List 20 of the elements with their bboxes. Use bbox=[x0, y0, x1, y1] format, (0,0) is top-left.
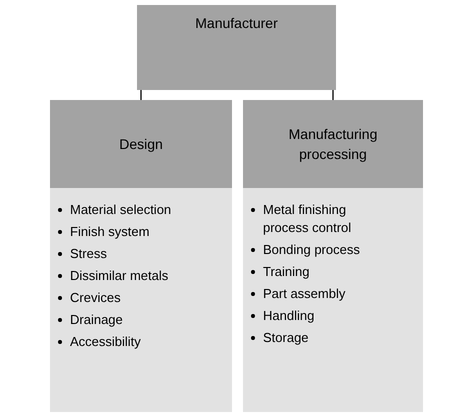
panel-header: Design bbox=[50, 100, 232, 188]
list-item: Stress bbox=[58, 245, 192, 263]
list-item: Finish system bbox=[58, 223, 192, 241]
category-panel bbox=[50, 100, 232, 412]
list-item: Dissimilar metals bbox=[58, 267, 192, 285]
list-item: Training bbox=[251, 263, 383, 281]
list-item: Accessibility bbox=[58, 333, 192, 351]
connector-line bbox=[332, 90, 334, 100]
process-box: Manufacturer bbox=[137, 5, 336, 90]
panel-header: Manufacturing processing bbox=[243, 100, 423, 188]
list-item: Part assembly bbox=[251, 285, 383, 303]
list-item: Crevices bbox=[58, 289, 192, 307]
list-item: Material selection bbox=[58, 201, 192, 219]
category-panel bbox=[243, 100, 423, 412]
list-item: Metal finishing process control bbox=[251, 201, 383, 237]
list-item: Bonding process bbox=[251, 241, 383, 259]
list-item: Storage bbox=[251, 329, 383, 347]
list-item: Handling bbox=[251, 307, 383, 325]
list-item: Drainage bbox=[58, 311, 192, 329]
connector-line bbox=[140, 90, 142, 100]
